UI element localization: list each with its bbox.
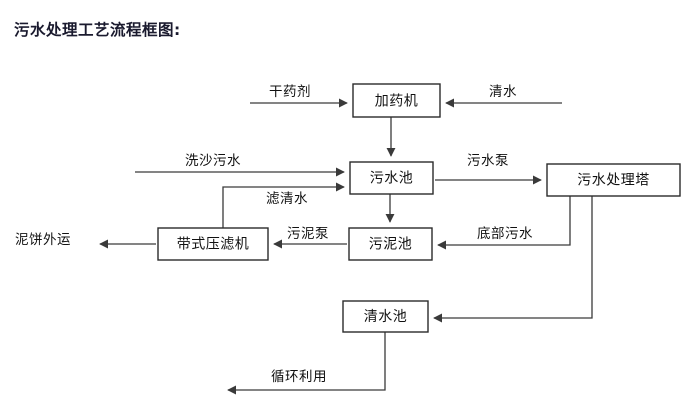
node-clean-water-pool-label: 清水池 [364,309,408,325]
edge-label-bottom-sewage: 底部污水 [477,226,533,242]
node-belt-filter-press-box[interactable] [157,227,269,261]
node-sewage-pool-box[interactable] [349,161,434,195]
edge-recycle-use-line [227,332,386,395]
edge-sludge-pump: 污泥泵 [273,226,347,249]
edge-filtrate-clear-water-line [222,182,345,228]
edge-filtrate-clear-water: 滤清水 [222,182,345,228]
node-sludge-pool-label: 污泥池 [369,237,413,253]
edge-tower-to-clean-water-pool [433,196,593,323]
edge-bottom-sewage-line [437,196,571,250]
node-dosing-machine-box[interactable] [352,83,441,118]
node-dosing-machine[interactable]: 加药机 [352,83,441,118]
node-treatment-tower-label: 污水处理塔 [577,173,650,189]
node-treatment-tower-box[interactable] [546,163,681,197]
edge-clean-water-in: 清水 [445,84,562,108]
edge-tower-to-clean-water-pool-line [433,196,593,323]
edge-label-dry-agent: 干药剂 [269,84,311,100]
edge-label-clean-water-in: 清水 [489,84,517,100]
edge-mud-cake-out: 泥饼外运 [15,232,156,249]
node-clean-water-pool[interactable]: 清水池 [342,300,429,333]
node-sludge-pool[interactable]: 污泥池 [348,227,433,261]
edge-label-filtrate-clear-water: 滤清水 [266,191,308,207]
edge-bottom-sewage: 底部污水 [437,196,571,250]
edge-label-recycle-use: 循环利用 [271,369,327,385]
edge-label-sewage-pump: 污水泵 [467,153,509,169]
edge-label-sand-wash-sewage: 洗沙污水 [185,153,241,169]
node-sewage-pool-label: 污水池 [370,171,414,187]
edge-sand-wash-sewage: 洗沙污水 [135,153,345,177]
edge-label-sludge-pump: 污泥泵 [287,226,329,242]
node-sewage-pool[interactable]: 污水池 [349,161,434,195]
page-title: 污水处理工艺流程框图: [14,21,181,39]
edge-recycle-use: 循环利用 [227,332,386,395]
edge-dry-agent: 干药剂 [250,84,348,108]
node-dosing-machine-label: 加药机 [375,94,419,110]
edge-sewage-pump: 污水泵 [435,153,542,185]
node-belt-filter-press[interactable]: 带式压滤机 [157,227,269,261]
node-sludge-pool-box[interactable] [348,227,433,261]
edge-label-mud-cake-out: 泥饼外运 [15,232,71,248]
node-belt-filter-press-label: 带式压滤机 [177,237,250,253]
node-clean-water-pool-box[interactable] [342,300,429,333]
node-treatment-tower[interactable]: 污水处理塔 [546,163,681,197]
